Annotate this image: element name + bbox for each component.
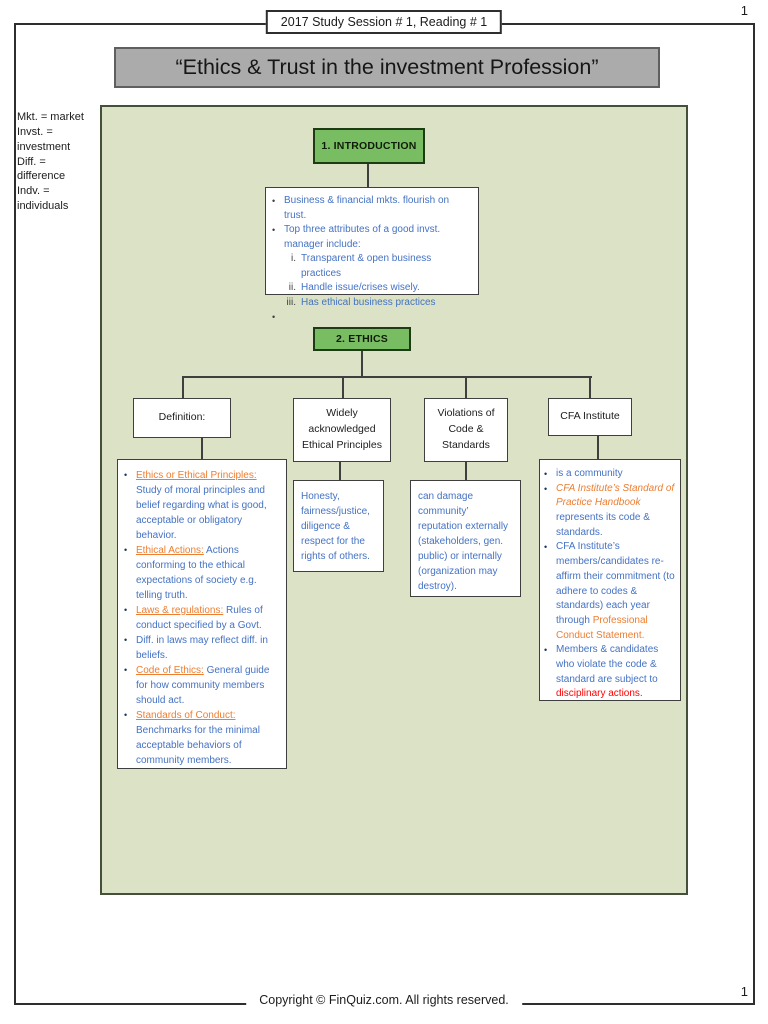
list-item-text: is a community [556, 468, 623, 479]
connector-line [597, 436, 599, 459]
list-item-text: CFA Institute’s Standard of Practice Han… [556, 482, 675, 538]
cfa-institute-details: • is a community • CFA Institute’s Standard… [539, 459, 681, 701]
list-item: • CFA Institute’s Standard of Practice Ha… [544, 482, 676, 541]
violations-details: can damage community’ reputation externa… [410, 480, 521, 597]
diagram-panel: 1. INTRODUCTION • Business & financial mk… [100, 105, 688, 895]
list-item-text: Laws & regulations: Rules of conduct spe… [136, 605, 263, 631]
connector-line [342, 378, 344, 398]
list-item: • Diff. in laws may reflect diff. in beli… [124, 633, 281, 663]
bullet-icon: • [272, 225, 276, 235]
list-item: • Business & financial mkts. flourish on … [272, 194, 472, 223]
list-item: • Top three attributes of a good invst. m… [272, 223, 472, 252]
list-item: • Ethics or Ethical Principles: Study of … [124, 468, 281, 543]
page-title: “Ethics & Trust in the investment Profes… [114, 47, 660, 88]
abbreviation-legend: Mkt. = market Invst. = investment Diff. … [17, 111, 84, 213]
definition-details: • Ethics or Ethical Principles: Study of … [117, 459, 287, 769]
bullet-icon: • [272, 196, 276, 206]
list-item-text: Top three attributes of a good invst. ma… [284, 224, 441, 250]
bullet-icon: iii. [286, 296, 296, 308]
branch-header-definition: Definition: [133, 398, 231, 438]
connector-line [465, 462, 467, 480]
connector-line [361, 351, 363, 378]
bullet-icon: i. [291, 253, 296, 264]
list-item: • [272, 310, 472, 324]
bullet-icon: • [124, 710, 128, 720]
bullet-icon: • [544, 469, 548, 479]
list-item-text: CFA Institute’s members/candidates re-af… [556, 541, 675, 641]
bullet-icon: ii. [288, 282, 296, 293]
bottom-page-number: 1 [740, 984, 748, 999]
list-item: iii. Has ethical business practices [284, 296, 472, 311]
list-item: • Members & candidates who violate the co… [544, 643, 676, 702]
list-item: • Laws & regulations: Rules of conduct sp… [124, 603, 281, 633]
list-item-text: Transparent & open business practices [301, 253, 432, 279]
list-item-text: Diff. in laws may reflect diff. in belie… [136, 635, 268, 661]
list-item-text: Handle issue/crises wisely. [301, 282, 420, 293]
connector-line [367, 164, 369, 187]
connector-line [182, 376, 592, 378]
list-item-text: Business & financial mkts. flourish on t… [284, 195, 450, 221]
branch-header-ethical-principles: Widely acknowledged Ethical Principles [293, 398, 391, 462]
footer-copyright: Copyright © FinQuiz.com. All rights rese… [246, 993, 522, 1007]
branch-header-cfa-institute: CFA Institute [548, 398, 632, 436]
list-item: • Code of Ethics: General guide for how c… [124, 663, 281, 708]
top-page-number: 1 [740, 3, 748, 18]
ethical-principles-details: Honesty, fairness/justice, diligence & r… [293, 480, 384, 572]
list-item-text: Has ethical business practices [301, 296, 436, 308]
bullet-icon: • [544, 542, 548, 553]
bullet-icon: • [272, 312, 276, 322]
list-item-text: Members & candidates who violate the cod… [556, 644, 659, 700]
bullet-icon: • [124, 470, 128, 480]
list-item: • CFA Institute’s members/candidates re-a… [544, 540, 676, 643]
list-item-text: Ethical Actions: Actions conforming to t… [136, 545, 257, 601]
list-item-text: Ethics or Ethical Principles: Study of m… [136, 470, 267, 541]
bullet-icon: • [124, 605, 128, 615]
ethics-node: 2. ETHICS [313, 327, 411, 351]
bullet-icon: • [544, 483, 548, 494]
bullet-icon: • [124, 635, 128, 645]
intro-node: 1. INTRODUCTION [313, 128, 425, 164]
list-item: ii. Handle issue/crises wisely. [284, 281, 472, 296]
bullet-icon: • [544, 645, 548, 656]
list-item: • is a community [544, 467, 676, 482]
connector-line [589, 378, 591, 398]
connector-line [182, 378, 184, 398]
connector-line [339, 462, 341, 480]
list-item-text: Code of Ethics: General guide for how co… [136, 665, 270, 706]
list-item: • Ethical Actions: Actions conforming to … [124, 543, 281, 603]
session-label: 2017 Study Session # 1, Reading # 1 [265, 10, 503, 34]
connector-line [201, 438, 203, 459]
intro-details: • Business & financial mkts. flourish on … [265, 187, 479, 322]
list-item: • Standards of Conduct: Benchmarks for th… [124, 708, 281, 768]
list-item-text: Standards of Conduct: Benchmarks for the… [136, 710, 260, 766]
branch-header-violations: Violations of Code & Standards [424, 398, 508, 462]
connector-line [465, 378, 467, 398]
list-item: i. Transparent & open business practices [284, 252, 472, 281]
bullet-icon: • [124, 545, 128, 555]
bullet-icon: • [124, 665, 128, 675]
